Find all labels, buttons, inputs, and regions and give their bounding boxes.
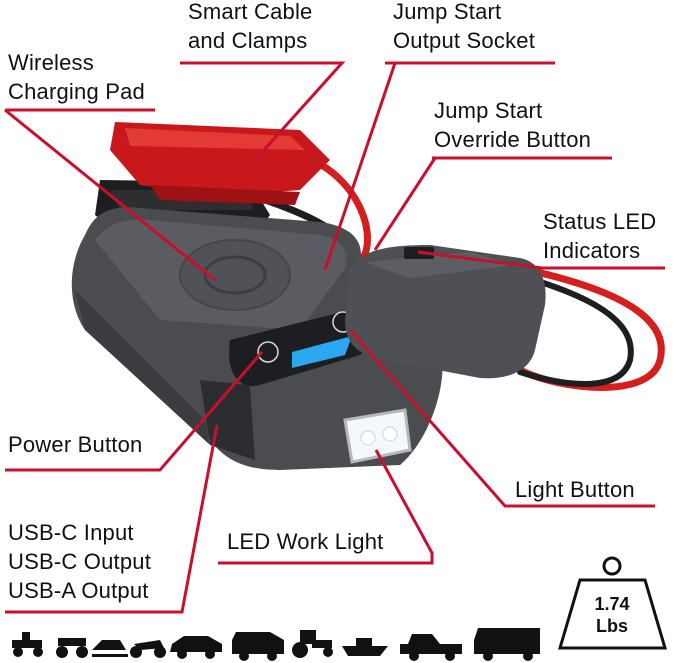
smart-cable-label: Smart Cable and Clamps bbox=[188, 0, 313, 53]
atv-icon bbox=[56, 638, 88, 658]
sedan-icon bbox=[170, 636, 222, 659]
suv-icon bbox=[232, 632, 284, 661]
motorcycle-icon bbox=[130, 640, 166, 658]
status-led-label: Status LED Indicators bbox=[543, 209, 657, 263]
jet-ski-icon bbox=[92, 640, 128, 657]
wireless-charging-pad bbox=[179, 239, 291, 311]
power-button-label: Power Button bbox=[8, 432, 143, 457]
lawn-mower-icon bbox=[12, 632, 43, 657]
pickup-truck-icon bbox=[400, 634, 462, 661]
output-socket-label: Jump Start Output Socket bbox=[393, 0, 536, 53]
led-work-light bbox=[343, 408, 412, 464]
red-clamp bbox=[110, 122, 330, 205]
callout-leaders bbox=[4, 61, 665, 614]
usb-ports-label: USB-C Input USB-C Output USB-A Output bbox=[8, 520, 152, 603]
vehicle-icons-row bbox=[12, 628, 540, 661]
weight-icon bbox=[557, 556, 668, 650]
control-panel bbox=[229, 308, 380, 386]
weight-value: 1.74 Lbs bbox=[594, 594, 630, 636]
override-button-label: Jump Start Override Button bbox=[434, 98, 592, 152]
tractor-icon bbox=[292, 630, 333, 658]
work-light-label: LED Work Light bbox=[227, 529, 384, 554]
light-button-label: Light Button bbox=[515, 477, 635, 502]
wireless-pad-label: Wireless Charging Pad bbox=[8, 50, 145, 104]
rv-icon bbox=[474, 628, 540, 661]
boat-icon bbox=[342, 638, 388, 656]
